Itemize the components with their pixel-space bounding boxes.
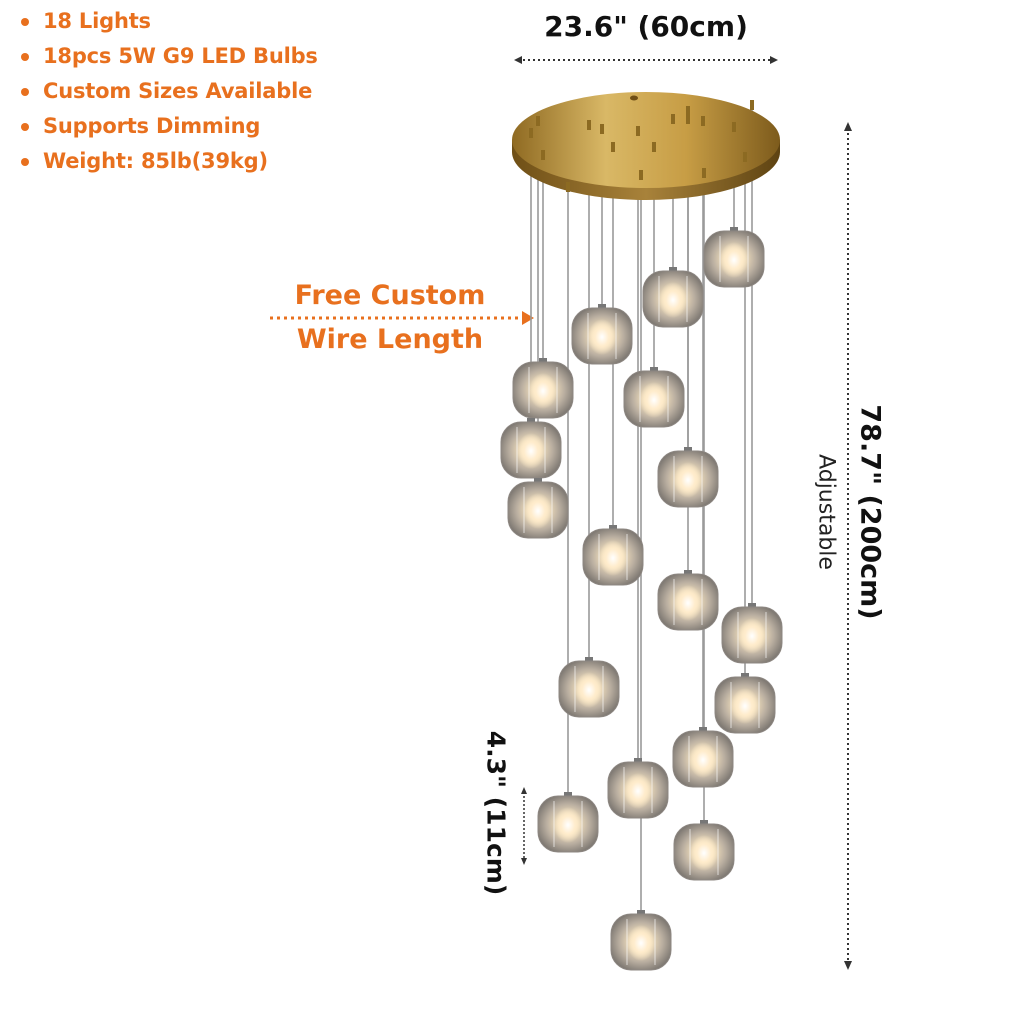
custom-wire-line2: Wire Length [296, 324, 484, 355]
feature-list: 18 Lights 18pcs 5W G9 LED Bulbs Custom S… [18, 4, 318, 179]
adjustable-label: Adjustable [813, 454, 839, 570]
wire-mount [701, 116, 705, 126]
wire-mount [541, 150, 545, 160]
custom-wire-arrow [270, 311, 534, 325]
crystal-pendant [672, 727, 734, 788]
crystal-pendant [721, 603, 783, 664]
crystal-pendant [642, 267, 704, 328]
height-dimension-label: 78.7" (200cm) [854, 404, 886, 620]
wire-mount [636, 126, 640, 136]
wire-mount [611, 142, 615, 152]
bullet-dot-icon [21, 123, 29, 131]
wire-mount [671, 114, 675, 124]
pendant-dimension-line [521, 787, 527, 865]
feature-item: Weight: 85lb(39kg) [18, 144, 318, 179]
crystal-pendant [623, 367, 685, 428]
crystal-pendant [537, 792, 599, 853]
crystal-pendant [657, 570, 719, 631]
feature-text: Weight: 85lb(39kg) [43, 149, 268, 173]
crystal-pendant [507, 478, 569, 539]
feature-text: Supports Dimming [43, 114, 261, 138]
crystal-pendant [571, 304, 633, 365]
wire-mount [743, 152, 747, 162]
wire-mount [600, 124, 604, 134]
wire-mount [566, 182, 570, 192]
crystal-pendant [610, 910, 672, 971]
bullet-dot-icon [21, 18, 29, 26]
feature-item: 18 Lights [18, 4, 318, 39]
wire-mount [750, 100, 754, 110]
wire-mount [587, 120, 591, 130]
wire-mounts [529, 100, 754, 192]
crystal-pendant [703, 227, 765, 288]
wire-mount [702, 168, 706, 178]
wire-mount [686, 106, 690, 116]
feature-item: Supports Dimming [18, 109, 318, 144]
wire-mount [732, 122, 736, 132]
bullet-dot-icon [21, 53, 29, 61]
bullet-dot-icon [21, 158, 29, 166]
bullet-dot-icon [21, 88, 29, 96]
wire-mount [686, 114, 690, 124]
crystal-pendant [558, 657, 620, 718]
width-dimension-line [514, 56, 778, 64]
feature-item: Custom Sizes Available [18, 74, 318, 109]
crystal-pendant [657, 447, 719, 508]
custom-wire-label: Free Custom Wire Length [270, 274, 510, 362]
wire-mount [639, 170, 643, 180]
pendant-size-label: 4.3" (11cm) [481, 730, 511, 896]
crystal-pendant [607, 758, 669, 819]
height-dimension-line [844, 122, 852, 970]
wire-mount [536, 116, 540, 126]
custom-wire-line1: Free Custom [294, 280, 486, 311]
feature-text: Custom Sizes Available [43, 79, 313, 103]
crystal-pendant [500, 418, 562, 479]
crystal-pendant [714, 673, 776, 734]
crystal-pendant [673, 820, 735, 881]
wire-mount [529, 128, 533, 138]
ceiling-canopy [512, 92, 780, 200]
feature-item: 18pcs 5W G9 LED Bulbs [18, 39, 318, 74]
feature-text: 18pcs 5W G9 LED Bulbs [43, 44, 318, 68]
width-dimension-label: 23.6" (60cm) [544, 10, 748, 43]
crystal-pendants [500, 227, 783, 971]
feature-text: 18 Lights [43, 9, 151, 33]
crystal-pendant [582, 525, 644, 586]
wire-mount [652, 142, 656, 152]
crystal-pendant [512, 358, 574, 419]
